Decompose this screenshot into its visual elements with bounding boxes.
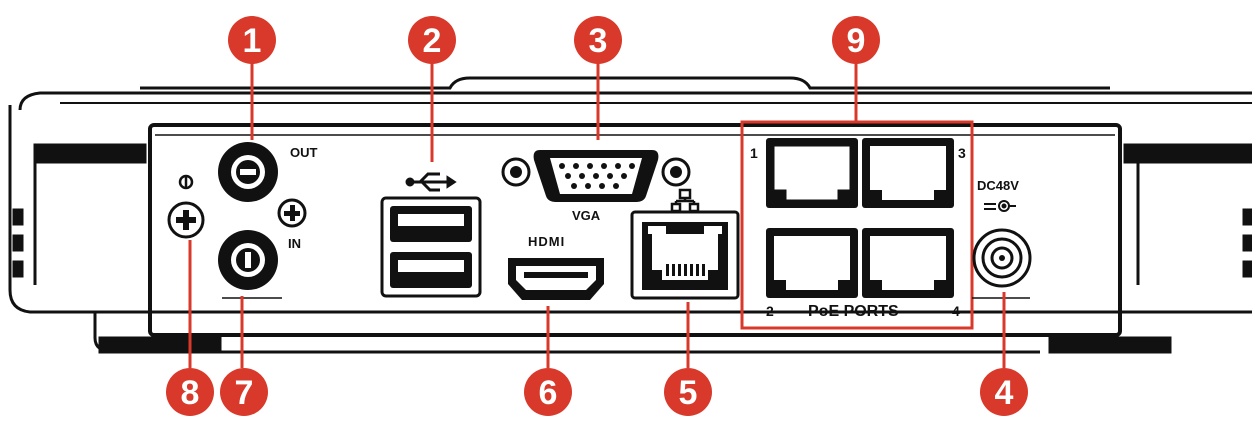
callout-1: 1: [228, 16, 276, 64]
poe-port-1: [766, 138, 858, 208]
svg-text:6: 6: [539, 374, 558, 412]
hdmi-label: HDMI: [528, 234, 565, 249]
callout-6: 6: [524, 368, 572, 416]
svg-text:8: 8: [181, 374, 200, 412]
callout-9: 9: [832, 16, 880, 64]
ground-icon: [178, 174, 194, 190]
callout-2: 2: [408, 16, 456, 64]
ground-screw-icon: [167, 201, 205, 239]
usb-ports: [380, 196, 482, 298]
polarity-icon: [984, 200, 1016, 212]
svg-text:9: 9: [847, 22, 866, 60]
usb-icon: [405, 172, 457, 192]
poe-port-4-label: 4: [952, 303, 960, 319]
svg-text:3: 3: [589, 22, 608, 60]
callout-4: 4: [980, 368, 1028, 416]
callout-5: 5: [664, 368, 712, 416]
hdmi-port: [508, 258, 604, 300]
leader-lines: [188, 62, 1006, 368]
vga-port: [501, 150, 691, 202]
ethernet-port: [630, 210, 740, 300]
dc-power-jack: [972, 228, 1032, 288]
dc-power-label: DC48V: [977, 178, 1019, 193]
poe-port-4: [862, 228, 954, 298]
chassis: [8, 76, 1252, 354]
poe-port-3: [862, 138, 954, 208]
callout-3: 3: [574, 16, 622, 64]
screw-icon: [277, 198, 307, 228]
svg-text:5: 5: [679, 374, 698, 412]
audio-out-jack: [218, 142, 278, 202]
svg-text:4: 4: [995, 374, 1014, 412]
callout-8: 8: [166, 368, 214, 416]
poe-port-1-label: 1: [750, 145, 758, 161]
network-icon: [670, 188, 700, 213]
callout-7: 7: [220, 368, 268, 416]
svg-text:1: 1: [243, 22, 262, 60]
poe-port-2-label: 2: [766, 303, 774, 319]
audio-in-label: IN: [288, 236, 301, 251]
svg-text:2: 2: [423, 22, 442, 60]
poe-ports-label: PoE PORTS: [808, 303, 899, 320]
poe-port-2: [766, 228, 858, 298]
audio-in-jack: [218, 230, 278, 290]
svg-text:7: 7: [235, 374, 254, 412]
audio-out-label: OUT: [290, 145, 318, 160]
poe-port-3-label: 3: [958, 145, 966, 161]
vga-label: VGA: [572, 208, 601, 223]
